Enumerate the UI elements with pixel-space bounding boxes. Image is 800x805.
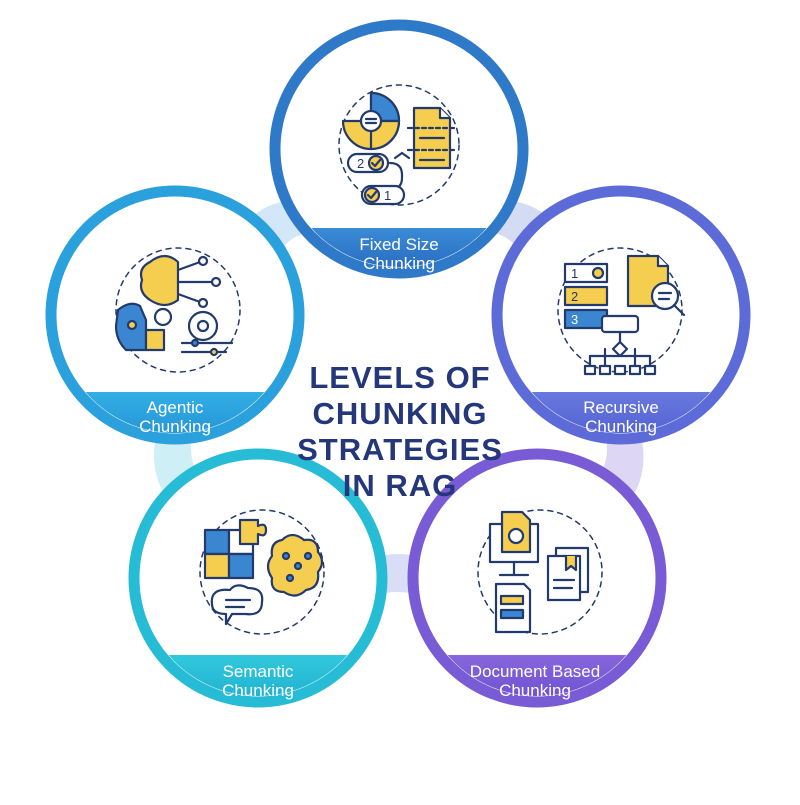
semantic-label-line-2: Chunking	[222, 681, 294, 700]
node-recursive: 1 2 3	[491, 185, 751, 445]
recursive-label-line-2: Chunking	[585, 417, 657, 436]
agentic-label-line-2: Chunking	[139, 417, 211, 436]
fixed-size-chunking-label: Fixed Size Chunking	[274, 235, 524, 273]
node-document	[407, 448, 667, 708]
document-based-chunking-label: Document Based Chunking	[410, 662, 660, 700]
title-line-3: STRATEGIES	[297, 432, 503, 467]
diagram-title: LEVELS OF CHUNKING STRATEGIES IN RAG	[270, 360, 530, 504]
semantic-chunking-label: Semantic Chunking	[133, 662, 383, 700]
recursive-label-line-1: Recursive	[583, 398, 659, 417]
agentic-label-line-1: Agentic	[146, 398, 204, 417]
fixed-size-label-line-2: Chunking	[363, 254, 435, 273]
title-line-4: IN RAG	[342, 468, 458, 503]
title-line-1: LEVELS OF	[309, 360, 491, 395]
node-semantic	[128, 448, 388, 708]
svg-text:1: 1	[384, 188, 391, 203]
svg-text:2: 2	[357, 156, 364, 171]
monitor-documents-icon	[477, 509, 603, 635]
semantic-label-line-1: Semantic	[222, 662, 294, 681]
svg-text:2: 2	[571, 289, 578, 304]
brain-robot-gear-icon	[114, 247, 241, 373]
puzzle-brain-chat-icon	[199, 509, 325, 635]
title-line-2: CHUNKING	[312, 396, 488, 431]
agentic-chunking-label: Agentic Chunking	[50, 398, 300, 436]
svg-text:3: 3	[571, 312, 578, 327]
pie-document-steps-icon	[338, 84, 460, 206]
document-label-line-1: Document Based	[469, 662, 601, 681]
fixed-size-label-line-1: Fixed Size	[359, 235, 439, 254]
document-label-line-2: Chunking	[499, 681, 571, 700]
svg-text:1: 1	[571, 266, 578, 281]
numbered-list-hierarchy-icon	[557, 247, 686, 376]
recursive-chunking-label: Recursive Chunking	[496, 398, 746, 436]
